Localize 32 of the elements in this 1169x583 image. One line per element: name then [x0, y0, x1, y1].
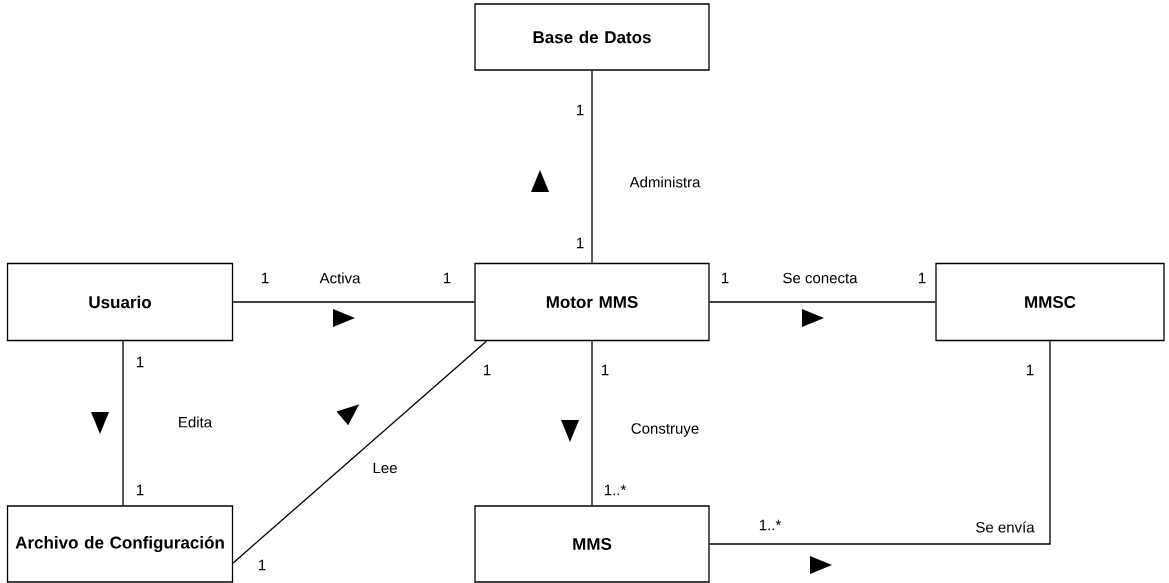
multiplicity: 1	[262, 272, 269, 284]
multiplicity: 1	[444, 272, 451, 284]
association-label: Administra	[629, 176, 701, 188]
association-label: Activa	[319, 272, 361, 284]
association-label: Se envía	[976, 521, 1035, 533]
class-box: Archivo de Configuración	[6, 505, 234, 583]
class-box: Base de Datos	[474, 3, 710, 71]
class-box: Motor MMS	[474, 262, 710, 342]
multiplicity: 1	[259, 559, 266, 571]
association-label: Edita	[179, 416, 213, 428]
association-line	[232, 340, 487, 564]
association-label: Lee	[373, 462, 397, 474]
class-box: MMSC	[935, 262, 1165, 342]
class-box: MMS	[474, 505, 710, 583]
association-line	[591, 340, 593, 506]
association-line	[709, 301, 936, 303]
multiplicity: 1..*	[604, 484, 627, 496]
association-line	[232, 301, 475, 303]
multiplicity: 1	[484, 364, 491, 376]
multiplicity: 1	[577, 237, 584, 249]
class-box: Usuario	[6, 262, 234, 342]
association-label: Se conecta	[783, 272, 858, 284]
association-line	[591, 70, 593, 264]
multiplicity: 1	[602, 364, 609, 376]
association-label: Construye	[631, 423, 699, 437]
association-line	[122, 340, 124, 506]
multiplicity: 1..*	[759, 519, 782, 531]
multiplicity: 1	[1027, 364, 1034, 376]
multiplicity: 1	[577, 104, 584, 116]
multiplicity: 1	[137, 484, 144, 496]
association-line	[709, 340, 1051, 545]
multiplicity: 1	[137, 356, 144, 368]
